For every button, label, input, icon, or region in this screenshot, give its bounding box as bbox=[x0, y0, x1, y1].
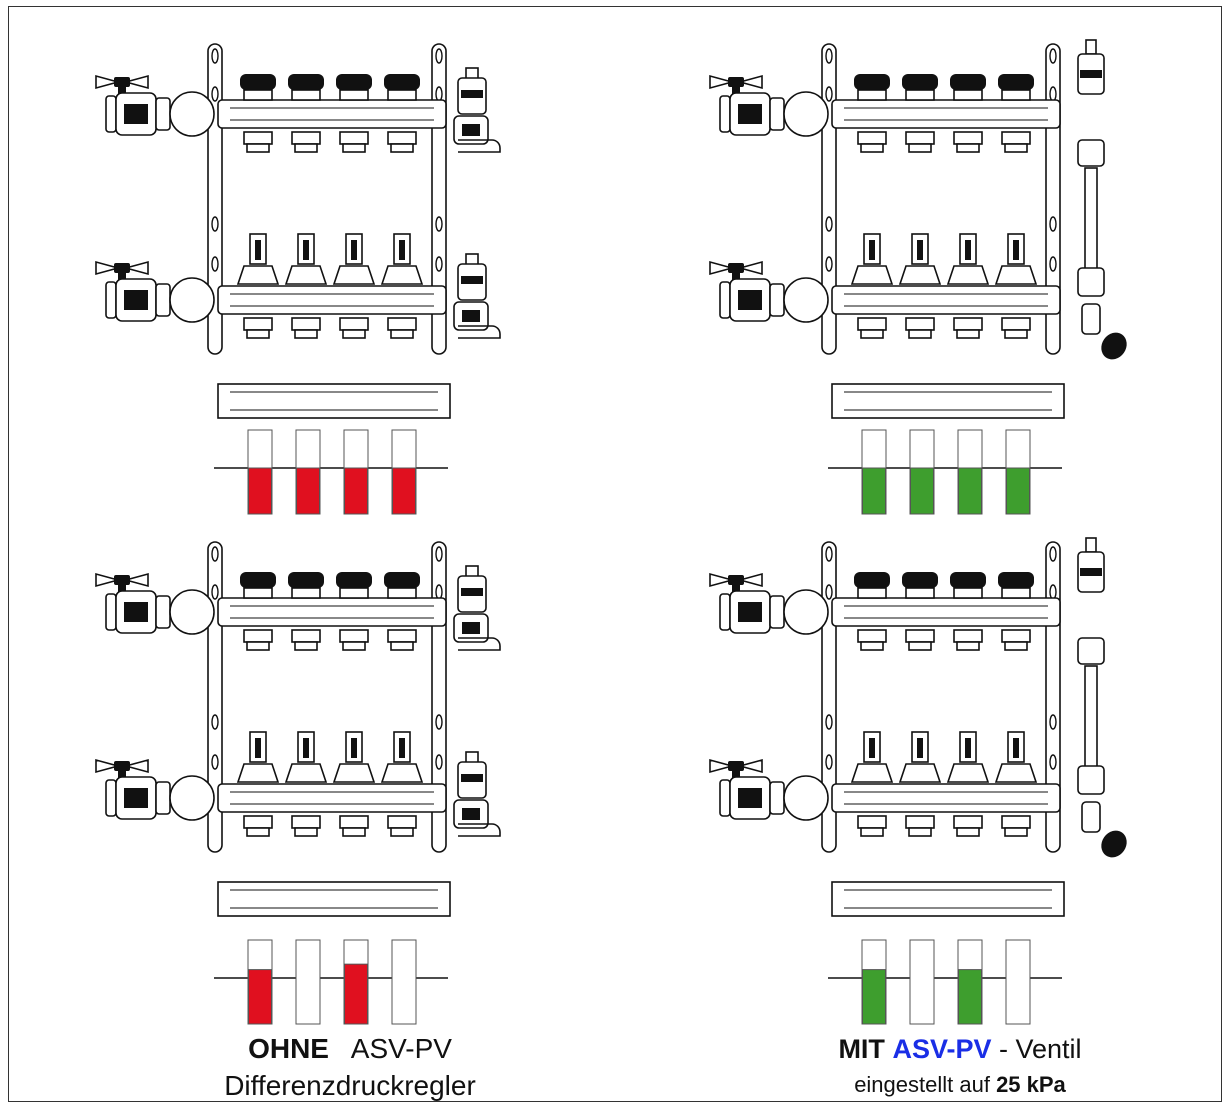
caption-right-line2: eingestellt auf 25 kPa bbox=[720, 1071, 1200, 1099]
valve-cap-icon bbox=[998, 74, 1034, 90]
ball-valve-icon bbox=[709, 572, 829, 635]
drain-hook-icon bbox=[458, 325, 501, 339]
caption-right-line1: MIT ASV-PV - Ventil bbox=[720, 1033, 1200, 1065]
manifold-section-strip bbox=[217, 383, 451, 419]
manifold-return-bar bbox=[831, 783, 1061, 813]
indicator-fill bbox=[248, 467, 272, 515]
valve-cap-icon bbox=[240, 74, 276, 90]
flow-indicator-top-left bbox=[214, 429, 448, 515]
valve-cap-icon bbox=[950, 572, 986, 588]
indicator-fill bbox=[344, 963, 368, 1025]
manifold-supply-bar bbox=[831, 597, 1061, 627]
manifold-section-strip bbox=[831, 383, 1065, 419]
indicator-box bbox=[295, 939, 321, 1025]
ball-valve-icon bbox=[709, 758, 829, 821]
indicator-fill bbox=[958, 467, 982, 515]
drain-hook-icon bbox=[458, 139, 501, 153]
valve-cap-icon bbox=[902, 572, 938, 588]
indicator-fill bbox=[1006, 467, 1030, 515]
valve-cap-icon bbox=[902, 74, 938, 90]
manifold-return-bar bbox=[217, 285, 447, 315]
indicator-box bbox=[391, 939, 417, 1025]
valve-cap-icon bbox=[288, 572, 324, 588]
valve-cap-icon bbox=[288, 74, 324, 90]
indicator-fill bbox=[958, 969, 982, 1025]
indicator-fill bbox=[862, 969, 886, 1025]
manifold-supply-bar bbox=[217, 597, 447, 627]
caption-left-line2: Differenzdruckregler bbox=[224, 1070, 476, 1101]
valve-cap-icon bbox=[998, 572, 1034, 588]
heating-manifold-icon bbox=[95, 43, 501, 419]
ball-valve-icon bbox=[709, 260, 829, 323]
caption-ventil: - Ventil bbox=[991, 1034, 1082, 1064]
manifold-supply-bar bbox=[217, 99, 447, 129]
caption-asv-pv-right: ASV-PV bbox=[892, 1034, 992, 1064]
ball-valve-icon bbox=[709, 74, 829, 137]
caption-left-line1: OHNE ASV-PV bbox=[110, 1033, 590, 1065]
indicator-box bbox=[1005, 939, 1031, 1025]
asv-pv-valve-icon bbox=[1077, 39, 1127, 360]
valve-cap-icon bbox=[384, 74, 420, 90]
caption-asv-pv-left: ASV-PV bbox=[350, 1033, 452, 1064]
air-vent-icon bbox=[453, 253, 489, 331]
ball-valve-icon bbox=[95, 758, 215, 821]
asv-pv-valve-icon bbox=[1077, 537, 1127, 858]
caption-eingestellt: eingestellt auf bbox=[854, 1072, 997, 1097]
air-vent-icon bbox=[453, 751, 489, 829]
manifold-return-bar bbox=[831, 285, 1061, 315]
heating-manifold-icon bbox=[709, 39, 1127, 419]
valve-cap-icon bbox=[336, 74, 372, 90]
heating-manifold-icon bbox=[709, 537, 1127, 917]
flow-indicator-bottom-left bbox=[214, 939, 448, 1025]
valve-cap-icon bbox=[950, 74, 986, 90]
valve-cap-icon bbox=[854, 74, 890, 90]
indicator-fill bbox=[248, 969, 272, 1025]
drain-hook-icon bbox=[458, 823, 501, 837]
flow-indicator-top-right bbox=[828, 429, 1062, 515]
ball-valve-icon bbox=[95, 74, 215, 137]
caption-pressure-value: 25 kPa bbox=[996, 1072, 1066, 1097]
valve-cap-icon bbox=[336, 572, 372, 588]
valve-cap-icon bbox=[240, 572, 276, 588]
heating-manifold-icon bbox=[95, 541, 501, 917]
indicator-fill bbox=[910, 467, 934, 515]
valve-cap-icon bbox=[854, 572, 890, 588]
flow-indicator-bottom-right bbox=[828, 939, 1062, 1025]
manifold-section-strip bbox=[831, 881, 1065, 917]
valve-cap-icon bbox=[384, 572, 420, 588]
manifold-return-bar bbox=[217, 783, 447, 813]
manifold-supply-bar bbox=[831, 99, 1061, 129]
indicator-fill bbox=[862, 467, 886, 515]
ball-valve-icon bbox=[95, 572, 215, 635]
drain-hook-icon bbox=[458, 637, 501, 651]
caption-ohne: OHNE bbox=[248, 1033, 329, 1064]
air-vent-icon bbox=[453, 565, 489, 643]
caption-mit: MIT bbox=[838, 1034, 885, 1064]
ball-valve-icon bbox=[95, 260, 215, 323]
indicator-fill bbox=[296, 467, 320, 515]
manifold-section-strip bbox=[217, 881, 451, 917]
indicator-fill bbox=[392, 467, 416, 515]
air-vent-icon bbox=[453, 67, 489, 145]
indicator-fill bbox=[344, 467, 368, 515]
indicator-box bbox=[909, 939, 935, 1025]
